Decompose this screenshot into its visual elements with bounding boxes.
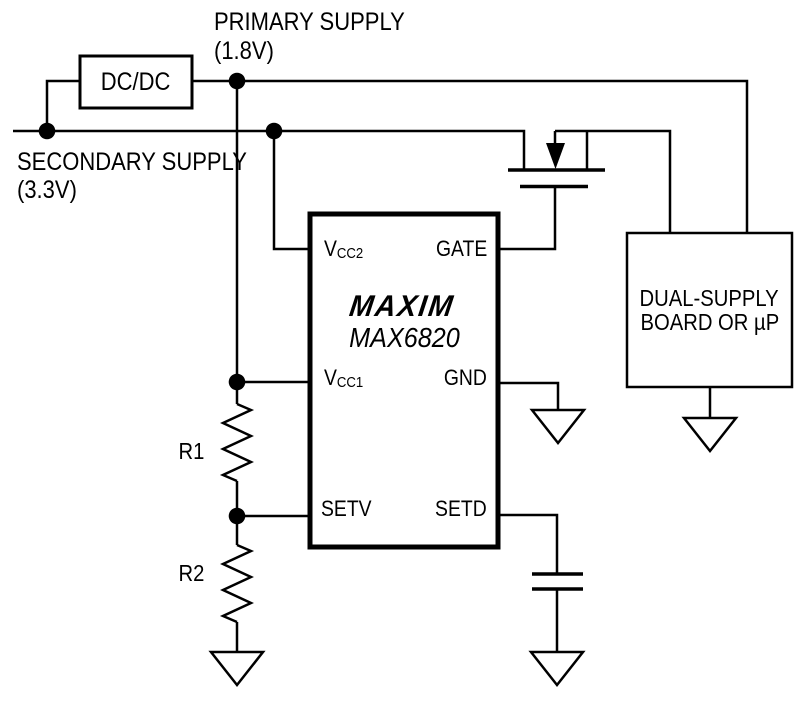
primary-voltage-label: (1.8V) [214, 39, 282, 64]
secondary-supply-text: SECONDARY SUPPLY [17, 148, 247, 176]
junction-dots [38, 72, 283, 525]
wire-fet-output [555, 129, 672, 233]
board-label: DUAL-SUPPLY BOARD OR µP [627, 233, 792, 387]
pin-label-gate: GATE [429, 238, 487, 260]
resistor-r1 [219, 402, 255, 483]
junction-dot [38, 122, 56, 140]
gnd-text: GND [443, 365, 487, 390]
wire-gate [498, 187, 557, 251]
secondary-supply-label: SECONDARY SUPPLY [17, 150, 278, 175]
secondary-voltage-text: (3.3V) [17, 176, 77, 204]
junction-dot [228, 507, 246, 525]
mosfet-arrow-icon [546, 143, 565, 169]
board-line1-text: DUAL-SUPPLY [639, 285, 780, 311]
wire-gnd [498, 381, 560, 410]
r2-text: R2 [178, 560, 204, 586]
ic-brand-logo: MAXIM [310, 290, 498, 323]
vcc2-text: VCC2 [324, 236, 364, 263]
junction-dot [228, 373, 246, 391]
secondary-voltage-label: (3.3V) [17, 178, 85, 203]
wire-vcc2 [272, 131, 310, 251]
board-line2-text: BOARD OR µP [640, 309, 779, 335]
pin-label-vcc2: VCC2 [324, 236, 369, 263]
ic-part-number: MAX6820 [310, 324, 498, 352]
r1-label: R1 [158, 440, 204, 463]
setv-text: SETV [321, 496, 372, 521]
junction-dot [228, 72, 246, 90]
board-box [625, 231, 794, 389]
wire-primary-rail [192, 79, 749, 233]
wire-dcdc-input [45, 79, 80, 131]
primary-supply-label: PRIMARY SUPPLY [214, 10, 431, 35]
capacitor-symbol [532, 572, 583, 591]
ground-icon-r2 [208, 650, 266, 688]
pin-label-vcc1: VCC1 [324, 365, 369, 392]
r1-text: R1 [178, 438, 204, 464]
pin-label-gnd: GND [438, 367, 487, 389]
vcc1-text: VCC1 [324, 365, 364, 392]
dcdc-label: DC/DC [80, 56, 192, 108]
r2-label: R2 [158, 562, 204, 585]
ground-icon-cap [528, 650, 586, 688]
wire-secondary-rail [13, 129, 526, 170]
dcdc-box [78, 54, 194, 110]
wires [13, 79, 749, 652]
ground-icon-gnd [529, 408, 587, 446]
maxim-logo: MAXIM [347, 290, 457, 323]
ground-symbols [208, 408, 739, 688]
ground-icon-board [681, 416, 739, 454]
mosfet-symbol [508, 143, 605, 189]
junction-dot [265, 122, 283, 140]
primary-voltage-text: (1.8V) [214, 37, 274, 65]
gate-text: GATE [435, 236, 487, 261]
ic-box [307, 211, 501, 550]
part-number-text: MAX6820 [348, 322, 460, 353]
resistor-r2 [219, 543, 255, 624]
pin-label-setv: SETV [321, 498, 378, 520]
pin-label-setd: SETD [428, 498, 487, 520]
dcdc-text: DC/DC [101, 67, 171, 96]
primary-supply-text: PRIMARY SUPPLY [214, 8, 405, 36]
wire-setd [498, 513, 559, 574]
setd-text: SETD [435, 496, 487, 521]
